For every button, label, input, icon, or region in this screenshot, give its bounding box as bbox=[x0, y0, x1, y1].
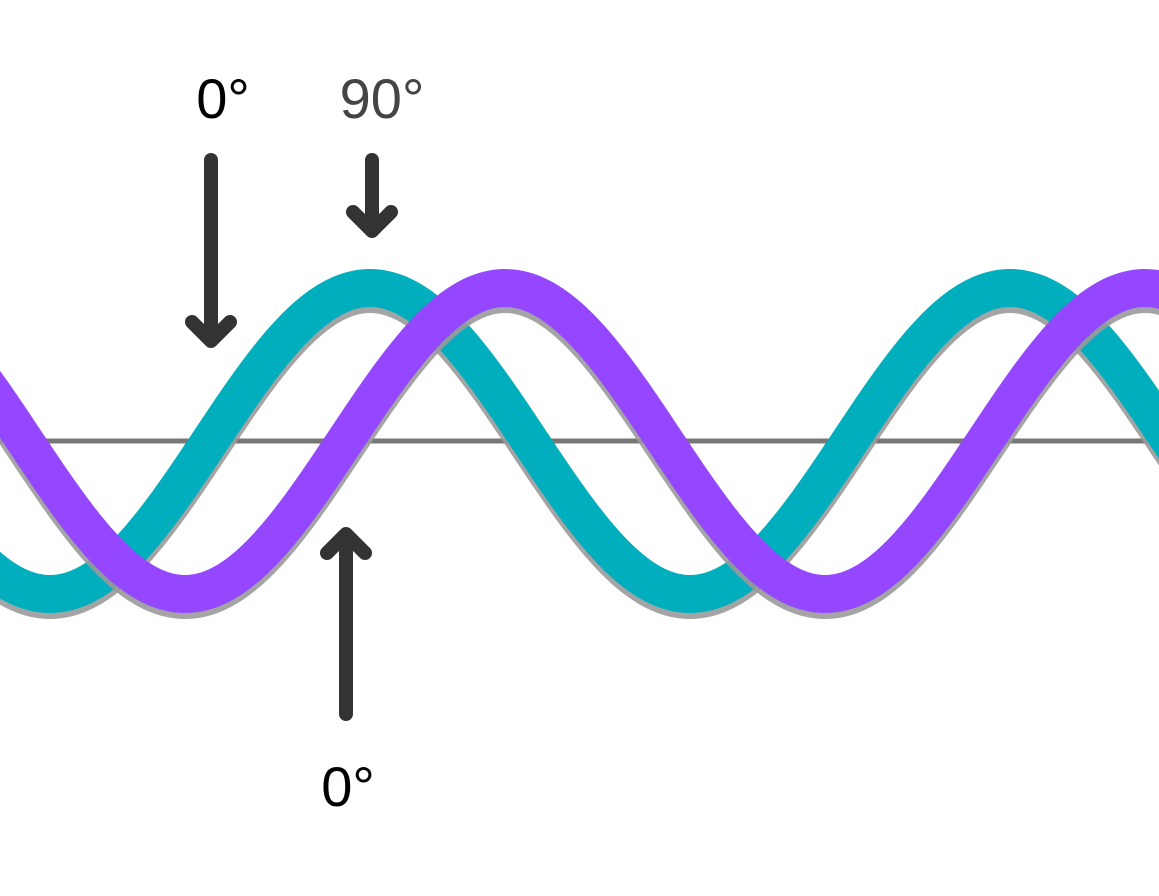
cyan-zero-degree-label: 0° bbox=[196, 67, 250, 130]
cyan-ninety-degree-label: 90° bbox=[340, 67, 425, 130]
arrow-down-icon bbox=[185, 153, 237, 348]
arrow-up-icon bbox=[320, 527, 372, 721]
purple-wave bbox=[0, 269, 1159, 613]
cyan-wave bbox=[0, 269, 1159, 613]
arrow-down-icon bbox=[346, 153, 398, 238]
purple-zero-degree-label: 0° bbox=[321, 755, 375, 818]
